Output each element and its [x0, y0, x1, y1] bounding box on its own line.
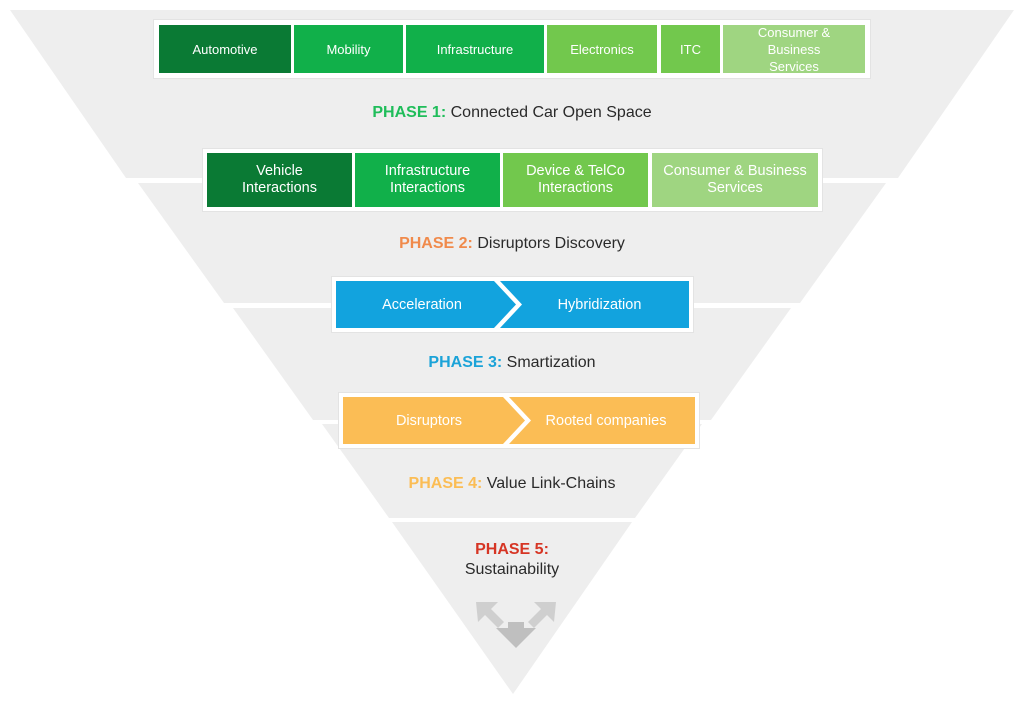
- chevron-hybridization-label: Hybridization: [557, 296, 642, 313]
- phase-1-title: Connected Car Open Space: [450, 104, 652, 121]
- phase-4-title: Value Link-Chains: [486, 475, 616, 492]
- phase-5-tag-line: PHASE 5:: [0, 541, 1024, 559]
- phase-4-label: PHASE 4: Value Link-Chains: [0, 475, 1024, 493]
- industry-electronics: Electronics: [547, 25, 657, 73]
- chevron-disruptors-label: Disruptors: [395, 412, 463, 429]
- phase-3-label: PHASE 3: Smartization: [0, 354, 1024, 372]
- industry-infrastructure: Infrastructure: [406, 25, 544, 73]
- funnel-segment-2: [138, 183, 886, 303]
- phase-3-tag: PHASE 3:: [428, 354, 503, 371]
- industry-consumer-business-services: Consumer & Business Services: [723, 25, 865, 74]
- funnel-segment-5: [392, 522, 632, 694]
- industry-itc: ITC: [661, 25, 720, 73]
- phase-2-title: Disruptors Discovery: [477, 235, 625, 252]
- converging-arrows-icon: [476, 602, 556, 648]
- chevron-disruptors: [343, 397, 525, 444]
- phase-1-label: PHASE 1: Connected Car Open Space: [0, 104, 1024, 122]
- phase-2-tag: PHASE 2:: [399, 235, 473, 252]
- chevron-rooted-companies: [509, 397, 695, 444]
- chevron-rooted-companies-label: Rooted companies: [545, 412, 667, 429]
- blue-chevron-bar: [336, 281, 689, 328]
- chevron-acceleration-label: Acceleration: [382, 296, 462, 313]
- phase-1-tag: PHASE 1:: [372, 104, 447, 121]
- chevron-hybridization: [500, 281, 689, 328]
- arrow-down-stem: [508, 622, 524, 630]
- industry-automotive: Automotive: [159, 25, 291, 73]
- phase-5-title: Sustainability: [464, 561, 560, 578]
- funnel-segment-3: [233, 308, 791, 420]
- phase-5-tag: PHASE 5:: [475, 541, 549, 558]
- arrow-right-diagonal: [528, 602, 556, 628]
- arrow-left-diagonal: [476, 602, 504, 628]
- chevron-acceleration: [336, 281, 516, 328]
- phase-4-tag: PHASE 4:: [408, 475, 483, 492]
- phase-3-title: Smartization: [506, 354, 596, 371]
- orange-chevron-bar: [343, 397, 695, 444]
- arrow-down: [496, 628, 536, 648]
- industry-mobility: Mobility: [294, 25, 403, 73]
- phase-2-label: PHASE 2: Disruptors Discovery: [0, 235, 1024, 253]
- phase-5-title-line: Sustainability: [0, 561, 1024, 579]
